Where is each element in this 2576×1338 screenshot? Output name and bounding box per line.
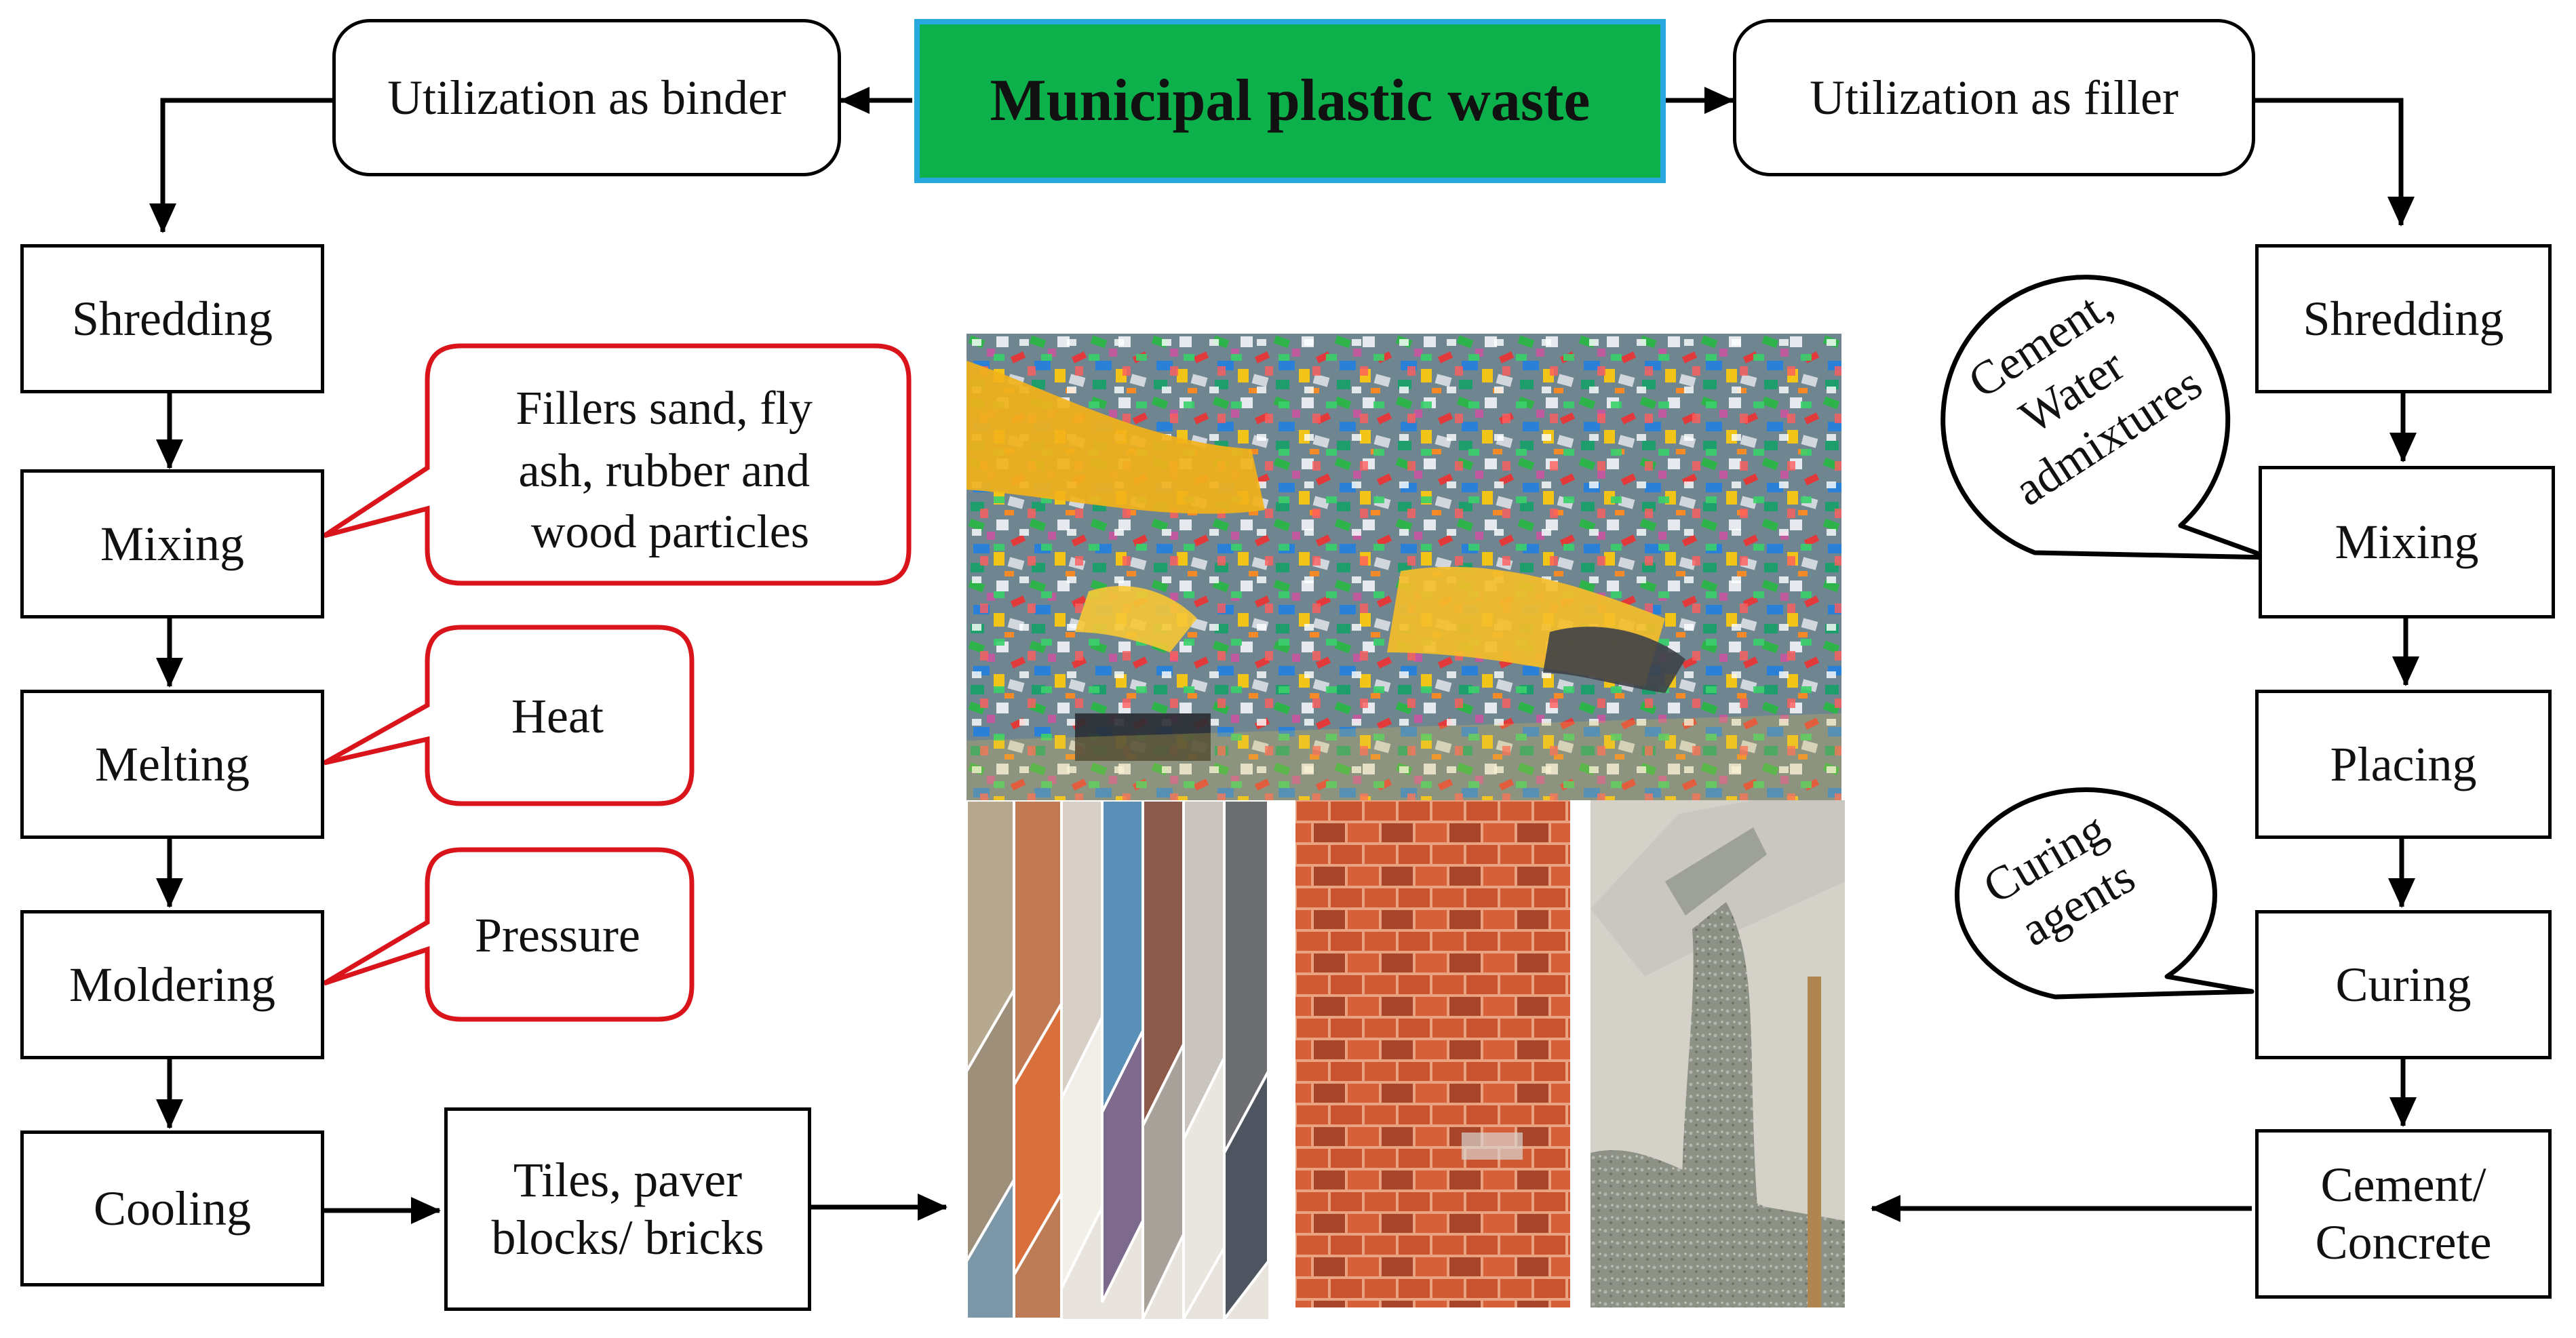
callout-heat [323,625,695,806]
binder-shredding-box: Shredding [20,244,324,393]
callout-pressure [323,847,695,1022]
utilization-as-binder-box: Utilization as binder [332,19,841,176]
speech-bubble-curing [1954,787,2255,1000]
plastic-waste-pile-photo [967,334,1841,800]
callout-fillers-text: Fillers sand, fly ash, rubber and wood p… [516,382,825,558]
binder-mixing-box: Mixing [20,469,324,618]
filler-placing-box: Placing [2255,690,2552,839]
tiles-pavers-bricks-box: Tiles, paver blocks/ bricks [444,1107,811,1311]
brick-wall-photo [1295,800,1570,1307]
callout-pressure-text: Pressure [475,908,640,962]
speech-bubble-cement [1940,275,2271,560]
arrow-filler-to-shredding [2255,98,2415,227]
callout-heat-text: Heat [511,689,604,743]
cement-concrete-box: Cement/ Concrete [2255,1129,2552,1299]
filler-curing-box: Curing [2255,910,2552,1059]
filler-shredding-box: Shredding [2255,244,2552,393]
tiles-photo [967,800,1268,1319]
municipal-plastic-waste-title: Municipal plastic waste [914,19,1666,183]
binder-cooling-box: Cooling [20,1130,324,1286]
filler-mixing-box: Mixing [2259,466,2555,618]
binder-moldering-box: Moldering [20,910,324,1059]
binder-melting-box: Melting [20,690,324,839]
callout-fillers [323,343,912,586]
arrow-binder-to-shredding [149,98,332,233]
concrete-pouring-photo [1591,800,1845,1307]
utilization-as-filler-box: Utilization as filler [1733,19,2255,176]
